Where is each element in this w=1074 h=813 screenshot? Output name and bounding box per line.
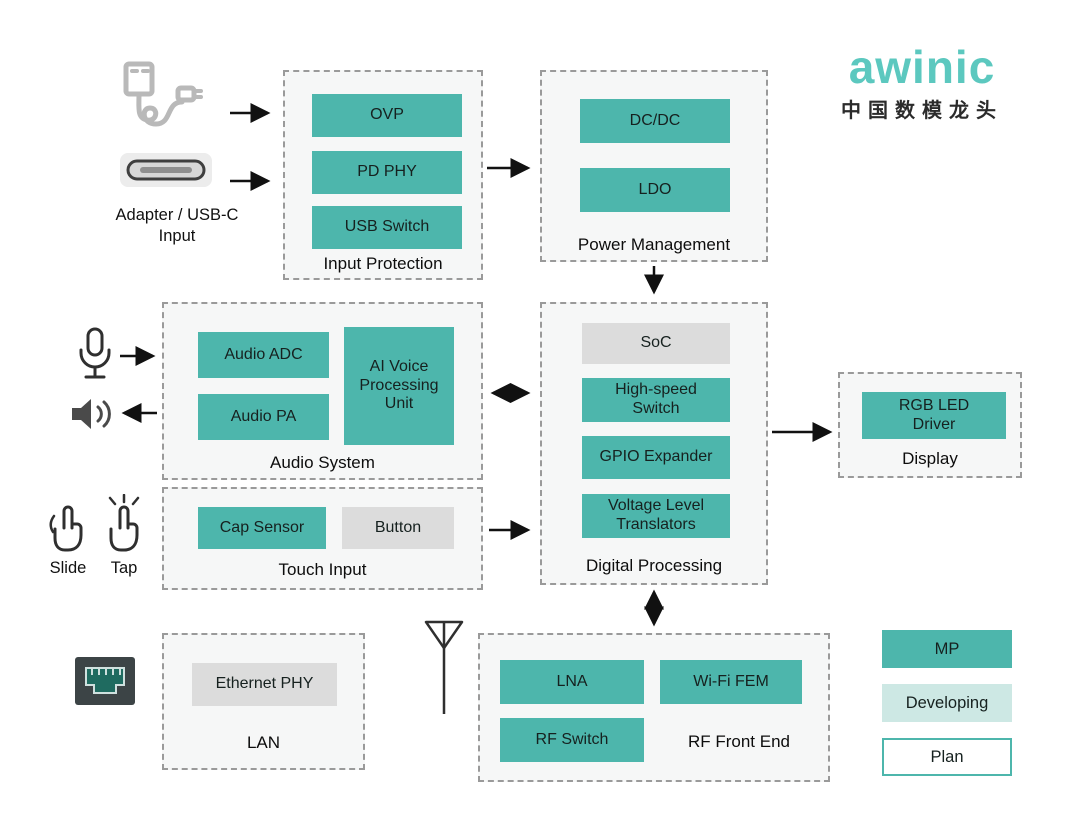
group-label-input-protection: Input Protection	[323, 254, 443, 273]
block-ldo: LDO	[580, 168, 730, 212]
block-pd-phy: PD PHY	[312, 151, 462, 194]
group-display: RGB LED Driver Display	[838, 372, 1022, 478]
tap-gesture-icon	[108, 494, 140, 552]
slide-label: Slide	[49, 559, 87, 577]
block-dcdc: DC/DC	[580, 99, 730, 143]
block-audio-adc: Audio ADC	[198, 332, 329, 378]
adapter-input-label: Adapter / USB-C Input	[115, 206, 239, 245]
block-usb-switch: USB Switch	[312, 206, 462, 249]
block-ai-voice-processing-unit: AI Voice Processing Unit	[344, 327, 454, 445]
block-wifi-fem: Wi-Fi FEM	[660, 660, 802, 704]
block-cap-sensor: Cap Sensor	[198, 507, 326, 549]
block-soc: SoC	[582, 323, 730, 364]
block-ovp: OVP	[312, 94, 462, 137]
block-ethernet-phy: Ethernet PHY	[192, 663, 337, 706]
legend-mp: MP	[882, 630, 1012, 668]
group-rf-front-end: LNA Wi-Fi FEM RF Switch RF Front End	[478, 633, 830, 782]
microphone-icon	[79, 327, 111, 379]
speaker-icon	[72, 399, 111, 429]
usb-cable-icon	[123, 61, 203, 127]
block-button: Button	[342, 507, 454, 549]
legend-plan: Plan	[882, 738, 1012, 776]
group-label-touch-input: Touch Input	[278, 560, 367, 579]
block-audio-pa: Audio PA	[198, 394, 329, 440]
group-digital-processing: SoC High-speed Switch GPIO Expander Volt…	[540, 302, 768, 585]
group-audio-system: Audio ADC Audio PA AI Voice Processing U…	[162, 302, 483, 480]
slide-gesture-icon	[49, 505, 83, 552]
block-voltage-level-translators: Voltage Level Translators	[582, 494, 730, 538]
group-label-power-management: Power Management	[577, 235, 731, 254]
group-label-display: Display	[902, 449, 958, 468]
usb-c-connector-icon	[120, 153, 212, 187]
group-power-management: DC/DC LDO Power Management	[540, 70, 768, 262]
block-rf-switch: RF Switch	[500, 718, 644, 762]
antenna-icon	[424, 620, 464, 714]
group-label-rf-front-end: RF Front End	[687, 732, 791, 751]
legend-developing: Developing	[882, 684, 1012, 722]
block-rgb-led-driver: RGB LED Driver	[862, 392, 1006, 439]
group-lan: Ethernet PHY LAN	[162, 633, 365, 770]
ethernet-jack-icon	[75, 657, 135, 705]
group-input-protection: OVP PD PHY USB Switch Input Protection	[283, 70, 483, 280]
group-label-audio-system: Audio System	[270, 453, 375, 472]
block-gpio-expander: GPIO Expander	[582, 436, 730, 479]
brand-logo: awinic 中国数模龙头	[820, 44, 1024, 123]
group-label-digital-processing: Digital Processing	[585, 556, 723, 575]
brand-wordmark: awinic	[848, 41, 996, 93]
tap-label: Tap	[110, 559, 138, 577]
group-label-lan: LAN	[246, 733, 281, 752]
brand-tagline: 中国数模龙头	[841, 100, 1003, 122]
block-high-speed-switch: High-speed Switch	[582, 378, 730, 422]
group-touch-input: Cap Sensor Button Touch Input	[162, 487, 483, 590]
block-lna: LNA	[500, 660, 644, 704]
